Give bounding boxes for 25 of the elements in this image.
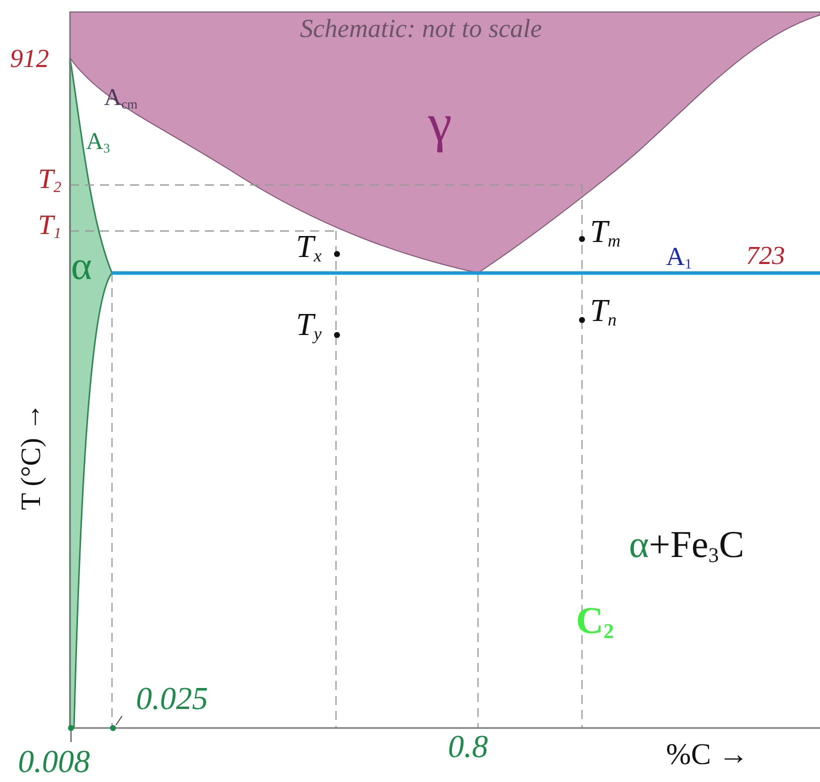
diagram-label: T$_{1}$ [38, 212, 62, 242]
leader-line [70, 730, 72, 742]
axis-value: 0.025 [136, 682, 208, 714]
diagram-label: T$_{2}$ [38, 166, 62, 196]
diagram-label: T$_{m}$ [590, 215, 621, 250]
diagram-label: T$_{x}$ [296, 230, 322, 265]
diagram-label: C$_{2}$ [576, 602, 614, 642]
diagram-label: A$_{3}$ [86, 130, 110, 154]
composition-point [110, 725, 116, 731]
diagram-label: A$_{cm}$ [104, 86, 138, 110]
diagram-label: T$_{n}$ [590, 294, 617, 329]
axis-value: 0.008 [18, 745, 90, 777]
diagram-label: %C → [666, 740, 748, 770]
diagram-label: γ [428, 96, 452, 150]
diagram-label: 912 [10, 46, 49, 72]
diagram-label: T$_{y}$ [296, 308, 322, 343]
diagram-label: Schematic: not to scale [300, 16, 542, 42]
diagram-label: α [71, 246, 92, 286]
composition-point [68, 725, 74, 731]
diagram-label: 0.8 [448, 730, 488, 762]
diagram-label: α+Fe$_{3}$C [629, 526, 744, 566]
diagram-label: 723 [746, 243, 785, 269]
diagram-label: A$_{1}$ [666, 244, 692, 272]
diagram-label: T (°C) → [18, 402, 46, 510]
leader-line [116, 716, 122, 726]
